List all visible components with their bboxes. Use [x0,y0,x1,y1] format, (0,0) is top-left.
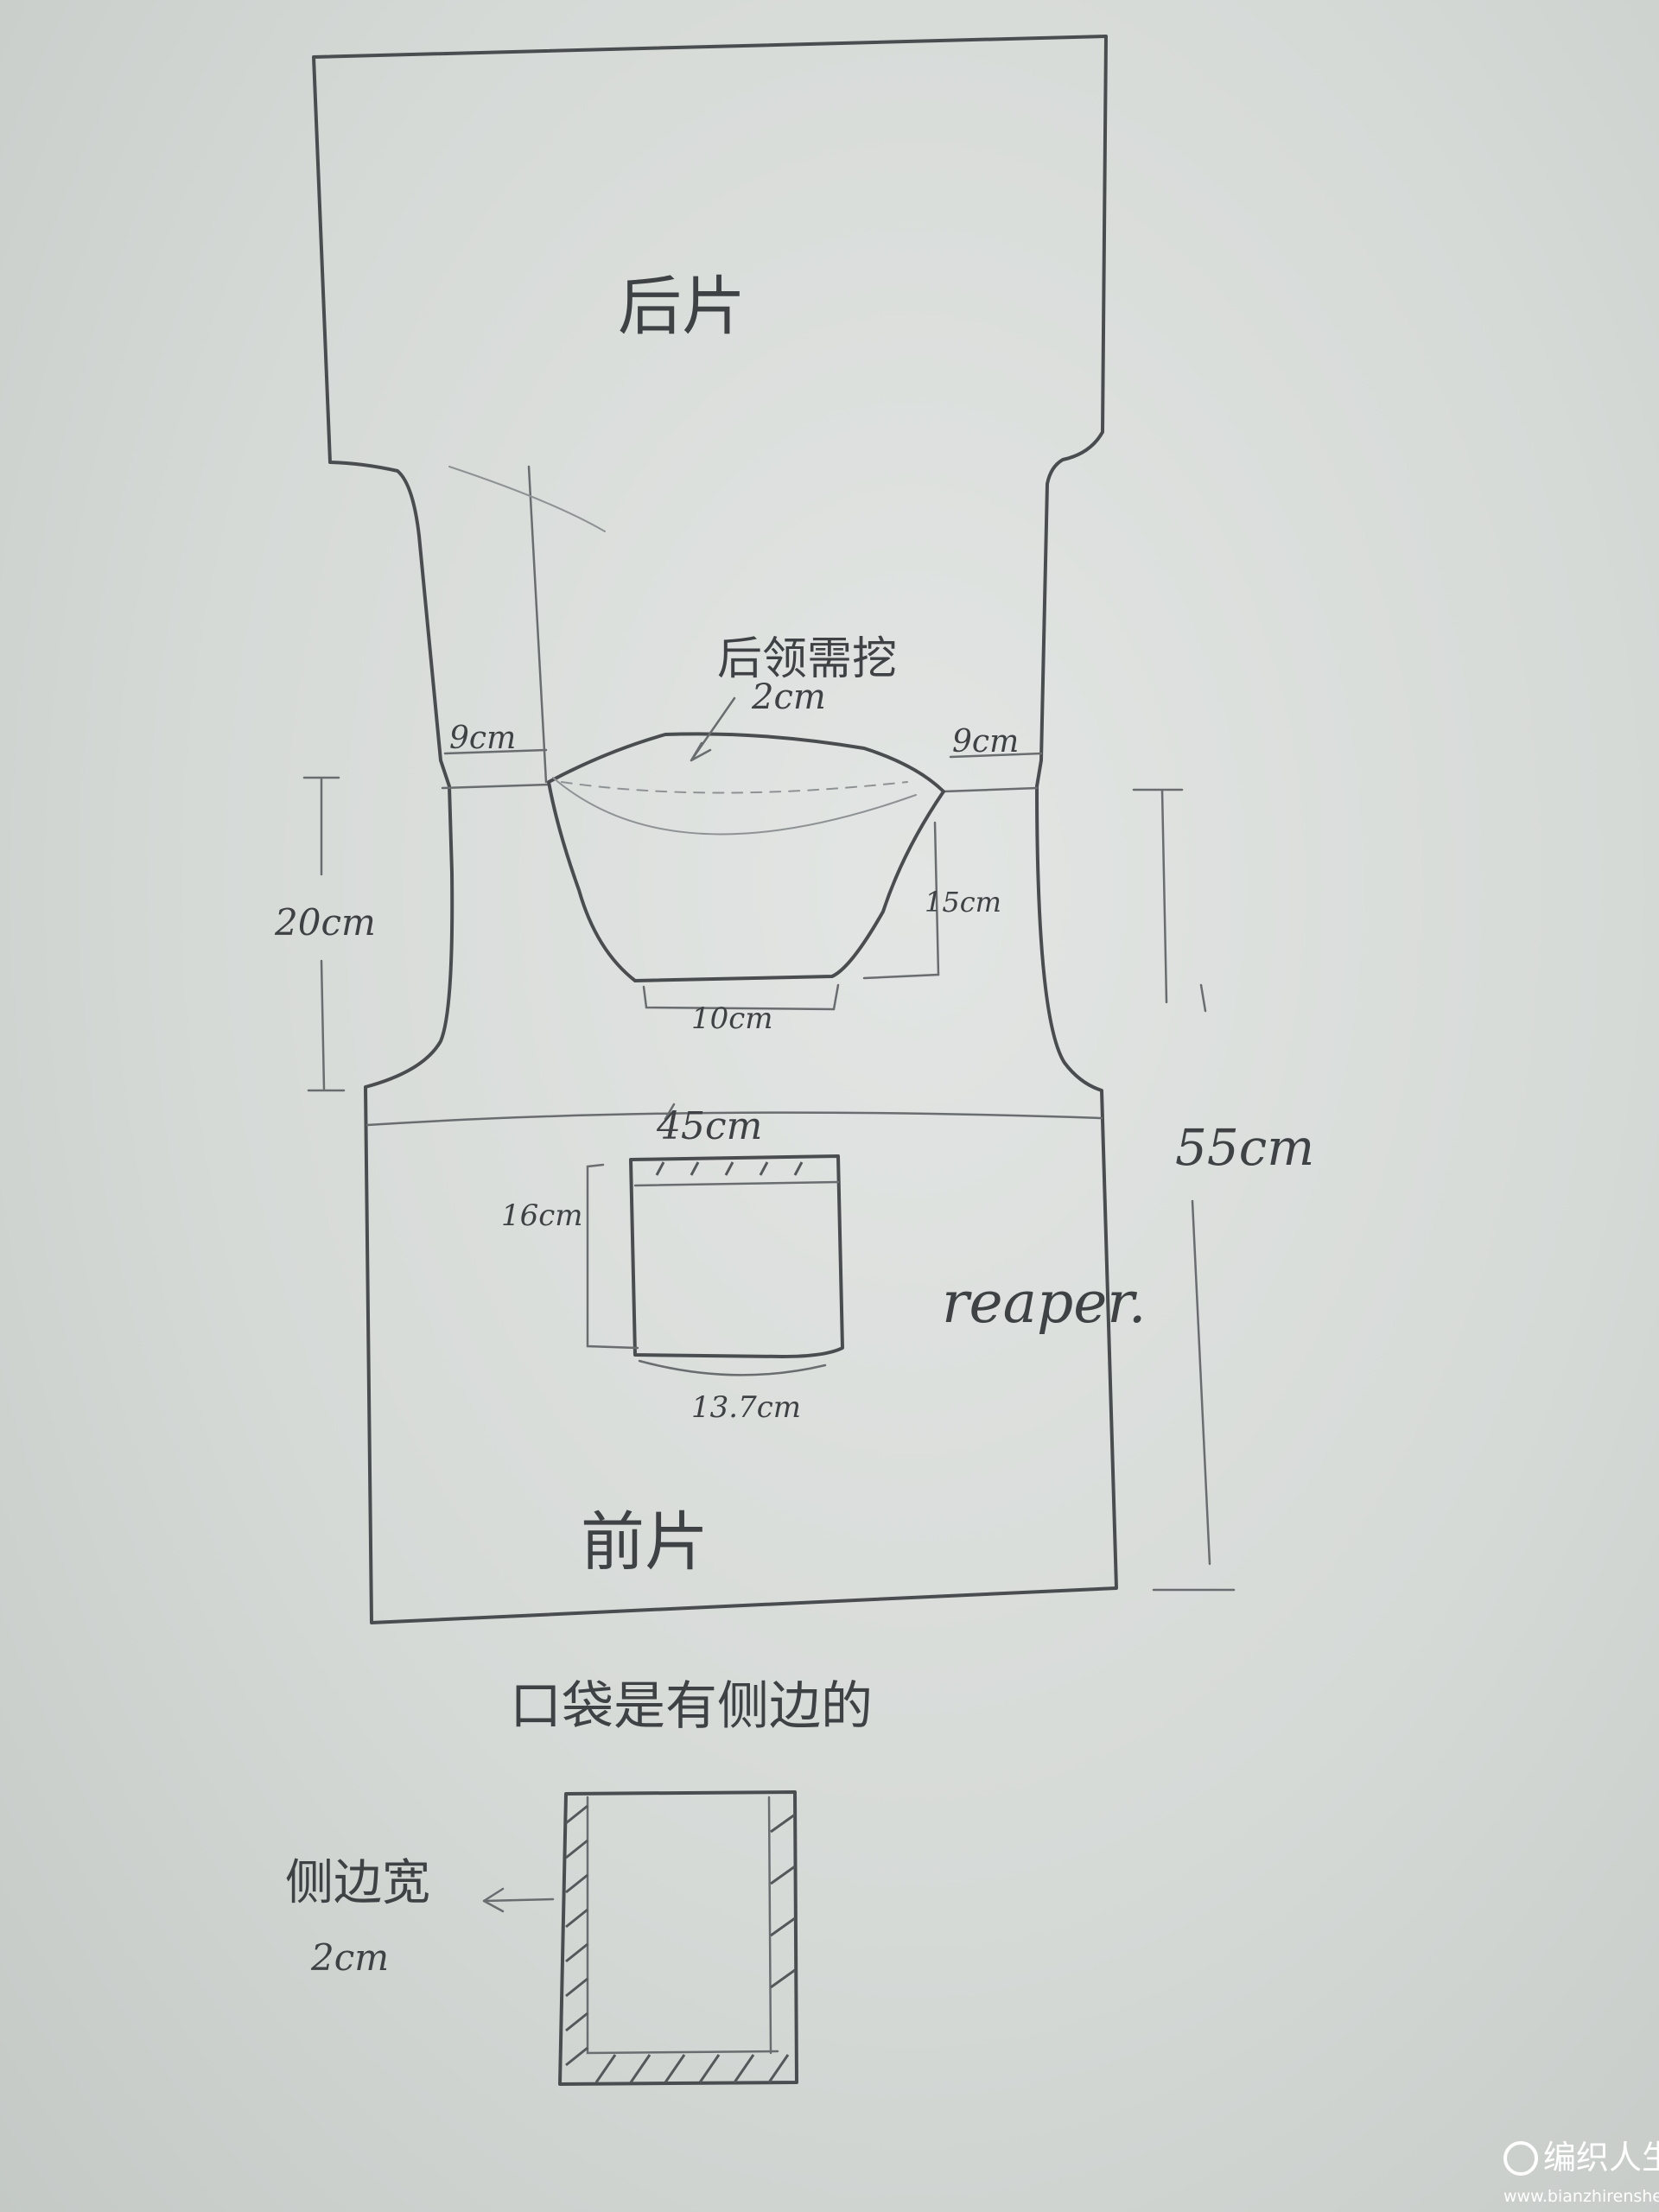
pocket-detail-side-right [767,1796,772,2055]
dim-16cm [586,1163,639,1350]
side-arrow [482,1887,555,1913]
dim-13-7cm [638,1359,827,1376]
label-neck-depth: 2cm [751,677,826,717]
label-signature: reaper. [942,1269,1147,1336]
pocket-detail [558,1790,798,2086]
watermark-site-cn: 编织人生 [1543,2139,1659,2177]
neck-dashed [561,781,908,794]
label-pocket-note: 口袋是有侧边的 [510,1676,873,1737]
pocket-detail-side-left [586,1796,779,2055]
label-pocket-width: 13.7cm [691,1390,801,1425]
label-pocket-height: 16cm [501,1198,583,1233]
pocket-hatch-left [565,1804,588,2067]
site-watermark: 编织人生 www.bianzhirensheng.com [1503,2139,1659,2206]
garment-outline [312,35,1118,1624]
dim-neck-bottom [642,983,840,1011]
label-pocket-top: 45cm [656,1104,762,1148]
shoulder-line [441,783,1039,793]
dim-55cm [1132,788,1236,1592]
label-armhole-depth: 20cm [274,901,376,944]
label-neck-bottom: 10cm [691,1001,773,1036]
dim-9cm-right [949,752,1043,759]
dim-20cm [302,776,346,1092]
dim-45cm [664,1103,676,1121]
label-neck-note: 后领需挖 [717,633,897,685]
waist-line [365,1111,1103,1127]
back-neck-guide [527,465,548,784]
label-side-note: 侧边宽 [285,1855,430,1911]
label-total-length: 55cm [1175,1118,1314,1177]
front-pocket [629,1154,844,1358]
label-shoulder-left: 9cm [449,721,516,756]
label-front-piece: 前片 [581,1505,709,1580]
label-shoulder-right: 9cm [952,724,1019,760]
front-neckline [547,732,945,982]
faint-curve [448,466,606,532]
pocket-hatch-right [770,1813,796,1989]
watermark-logo-icon [1503,2141,1538,2176]
label-back-piece: 后片 [618,270,746,344]
pocket-band [633,1180,840,1187]
dim-9cm-left [443,748,548,755]
pocket-band-hatch [655,1161,804,1176]
label-front-neck-depth: 15cm [925,886,1001,918]
label-side-width: 2cm [310,1936,389,1979]
pocket-hatch-bottom [594,2054,790,2083]
dim-15cm [862,821,940,980]
neck-arrow [690,696,736,762]
neck-inner-curve [552,777,917,836]
watermark-site-url: www.bianzhirensheng.com [1503,2187,1659,2206]
